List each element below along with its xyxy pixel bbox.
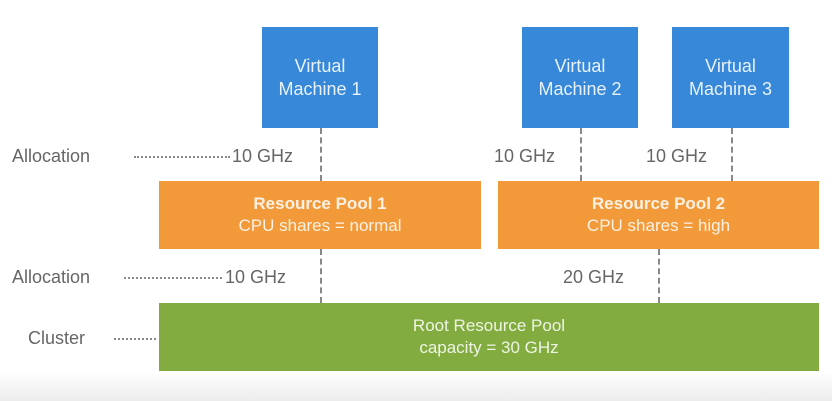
vm-label-line2: Machine 1 xyxy=(278,78,362,99)
pool2-allocation: 20 GHz xyxy=(563,267,625,287)
pool-title: Resource Pool 2 xyxy=(591,194,726,213)
pool1-allocation: 10 GHz xyxy=(225,267,287,287)
vm1-allocation: 10 GHz xyxy=(232,146,294,166)
vm2-connector xyxy=(580,128,582,181)
vm2-allocation: 10 GHz xyxy=(494,146,556,166)
cluster-leader xyxy=(114,338,156,340)
root-resource-pool: Root Resource Pool capacity = 30 GHz xyxy=(159,303,819,371)
vm3-allocation: 10 GHz xyxy=(646,146,708,166)
pool2-connector xyxy=(658,249,660,303)
resource-pool-2: Resource Pool 2 CPU shares = high xyxy=(498,181,819,249)
vm-label-line2: Machine 3 xyxy=(688,78,773,99)
pool1-connector xyxy=(320,249,322,303)
pool-shares: CPU shares = high xyxy=(586,216,731,235)
virtual-machine-3: Virtual Machine 3 xyxy=(672,27,789,128)
vm-allocation-leader xyxy=(134,156,230,158)
pool-allocation-leader xyxy=(124,277,222,279)
vm-label-line2: Machine 2 xyxy=(538,78,622,99)
vm-label-line1: Virtual xyxy=(554,55,606,76)
root-pool-title: Root Resource Pool xyxy=(412,316,566,335)
resource-pool-1: Resource Pool 1 CPU shares = normal xyxy=(159,181,481,249)
vm1-connector xyxy=(320,128,322,181)
vm-label-line1: Virtual xyxy=(294,55,346,76)
vm3-connector xyxy=(731,128,733,181)
pool-allocation-row-label: Allocation xyxy=(12,267,91,287)
virtual-machine-1: Virtual Machine 1 xyxy=(262,27,378,128)
pool-shares: CPU shares = normal xyxy=(238,216,402,235)
root-pool-capacity: capacity = 30 GHz xyxy=(419,338,559,357)
pool-title: Resource Pool 1 xyxy=(253,194,387,213)
vm-allocation-row-label: Allocation xyxy=(12,146,91,166)
cluster-row-label: Cluster xyxy=(28,328,86,348)
virtual-machine-2: Virtual Machine 2 xyxy=(522,27,638,128)
vm-label-line1: Virtual xyxy=(705,55,756,76)
